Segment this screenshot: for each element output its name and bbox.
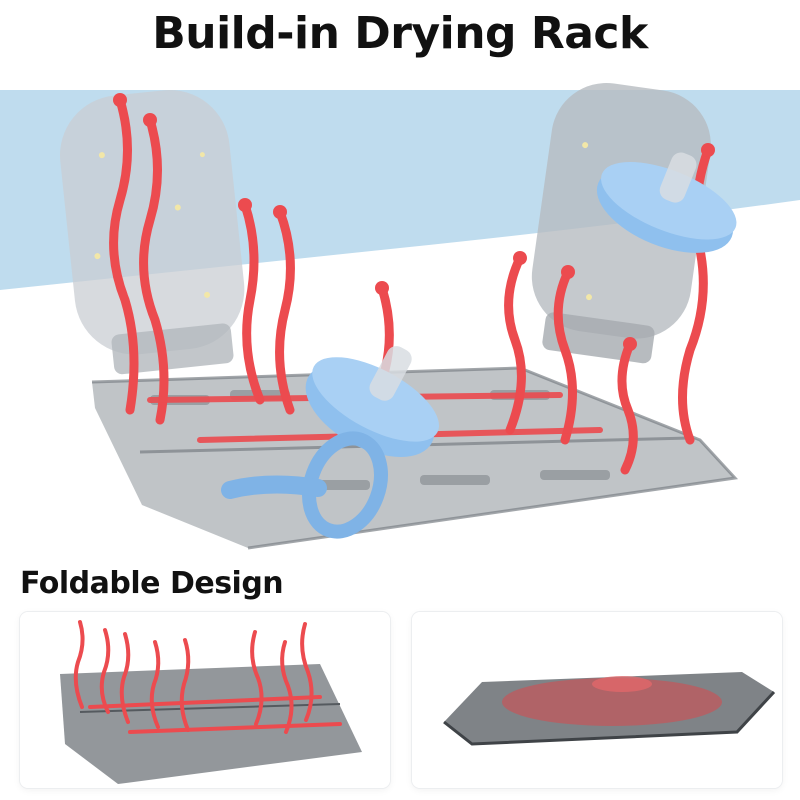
unfolded-rack-panel [20, 612, 390, 788]
folded-rack-panel [412, 612, 782, 788]
drying-rack-photo [0, 82, 800, 550]
section-heading: Foldable Design [20, 566, 284, 601]
bottle-cap-middle [305, 346, 440, 457]
page-title: Build-in Drying Rack [152, 8, 648, 59]
hero-section: Build-in Drying Rack [0, 8, 800, 550]
folded-rack-photo [412, 612, 782, 788]
unfolded-rack-photo [20, 612, 390, 788]
bottle-handle [221, 431, 388, 539]
bottle-cap-top [596, 152, 737, 253]
